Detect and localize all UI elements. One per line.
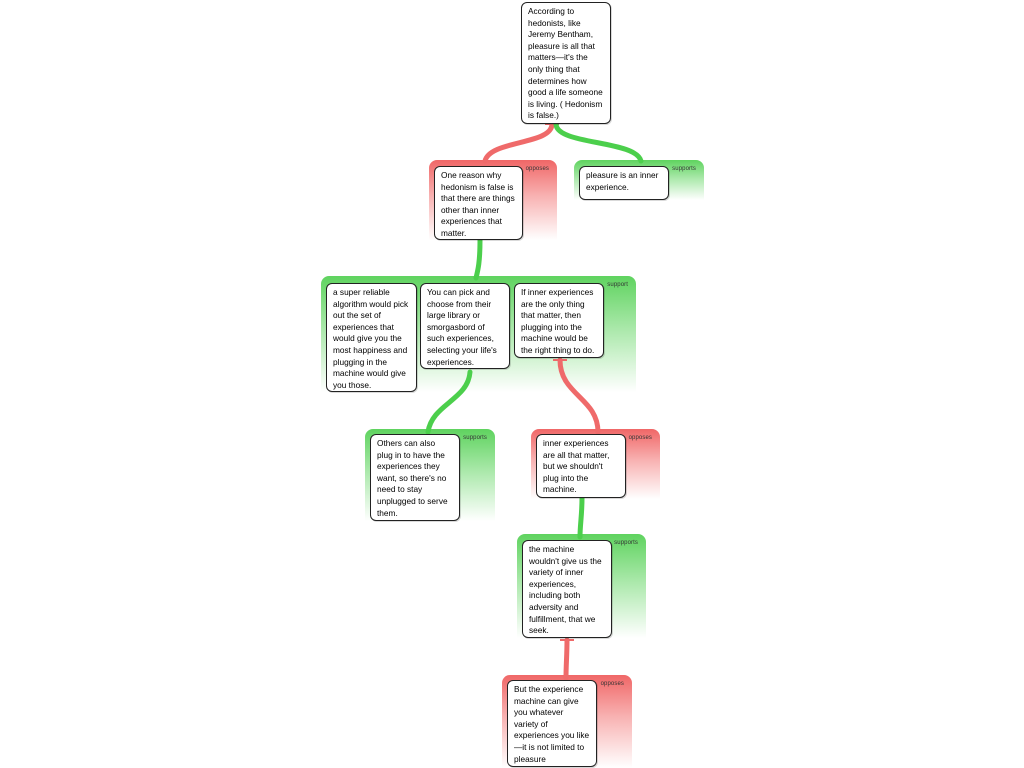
claim-node-pick-and-choose[interactable]: You can pick and choose from their large… (420, 283, 510, 369)
claim-text: a super reliable algorithm would pick ou… (333, 287, 409, 390)
claim-text: pleasure is an inner experience. (586, 170, 659, 192)
claim-node-variety-of-experiences[interactable]: the machine wouldn't give us the variety… (522, 540, 612, 638)
group-label-supports: supports (614, 540, 638, 546)
link-n8-to-n9 (563, 637, 570, 681)
claim-node-hedonism-false[interactable]: One reason why hedonism is false is that… (434, 166, 523, 240)
group-label-opposes: opposes (525, 166, 549, 172)
claim-text: You can pick and choose from their large… (427, 287, 497, 367)
claim-text: the machine wouldn't give us the variety… (529, 544, 602, 636)
claim-text: If inner experiences are the only thing … (521, 287, 595, 355)
group-label-supports: supports (672, 166, 696, 172)
link-root-to-n1 (482, 121, 555, 164)
group-label-opposes: opposes (600, 681, 624, 687)
claim-text: But the experience machine can give you … (514, 684, 590, 764)
link-n5-to-n7 (557, 357, 601, 435)
claim-node-machine-gives-variety[interactable]: But the experience machine can give you … (507, 680, 597, 767)
claim-node-shouldnt-plug[interactable]: inner experiences are all that matter, b… (536, 434, 626, 498)
link-root-to-n2 (553, 121, 644, 164)
claim-text: According to hedonists, like Jeremy Bent… (528, 6, 603, 121)
claim-node-plugging-right[interactable]: If inner experiences are the only thing … (514, 283, 604, 358)
claim-text: Others can also plug in to have the expe… (377, 438, 448, 518)
claim-node-others-plug-in[interactable]: Others can also plug in to have the expe… (370, 434, 460, 521)
group-label-opposes: opposes (628, 435, 652, 441)
claim-node-inner-experience[interactable]: pleasure is an inner experience. (579, 166, 669, 200)
link-n7-to-n8 (577, 495, 585, 540)
claim-text: One reason why hedonism is false is that… (441, 170, 515, 238)
claim-node-reliable-algorithm[interactable]: a super reliable algorithm would pick ou… (326, 283, 417, 392)
link-n1-to-group3 (473, 237, 483, 281)
group-label-supports: supports (463, 435, 487, 441)
group-label-support: support (607, 282, 628, 288)
claim-node-root[interactable]: According to hedonists, like Jeremy Bent… (521, 2, 611, 124)
link-n3-to-n6 (425, 369, 473, 435)
claim-text: inner experiences are all that matter, b… (543, 438, 610, 495)
